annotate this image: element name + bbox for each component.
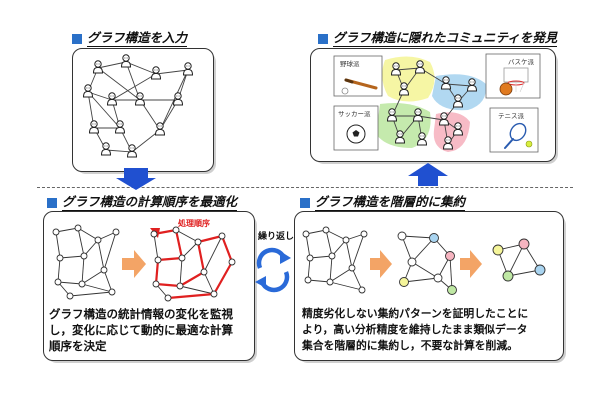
bullet-square bbox=[47, 198, 57, 208]
aggregate-description: 精度劣化しない集約パターンを証明したことに より，高い分析精度を維持したまま類似… bbox=[302, 306, 528, 354]
optimize-flow-arrow bbox=[122, 250, 146, 278]
processing-order-label: 処理順序 bbox=[178, 219, 210, 228]
desc-line: 集合を階層的に集約し，不要な計算を削減。 bbox=[302, 339, 518, 352]
tennis-box bbox=[489, 107, 539, 153]
tennis-racket-icon bbox=[504, 122, 527, 149]
input-section-title: グラフ構造を入力 bbox=[72, 31, 188, 47]
desc-line: 精度劣化しない集約パターンを証明したことに bbox=[302, 307, 529, 320]
tennis-ball-icon bbox=[525, 140, 533, 148]
baseball-ball-icon bbox=[341, 87, 349, 95]
desc-line: し，変化に応じて動的に最適な計算 bbox=[49, 323, 233, 337]
desc-line: 順序を決定 bbox=[49, 339, 107, 353]
aggregate-panel bbox=[294, 211, 564, 361]
bullet-square bbox=[72, 34, 82, 44]
baseball-label: 野球派 bbox=[340, 59, 360, 68]
baseball-box bbox=[333, 55, 383, 97]
section-divider bbox=[37, 187, 573, 188]
tennis-label: テニス派 bbox=[498, 112, 525, 120]
soccer-ball-icon bbox=[346, 124, 366, 144]
soccer-label: サッカー派 bbox=[338, 110, 371, 118]
discover-section-title: グラフ構造に隠れたコミュニティを発見 bbox=[318, 31, 558, 47]
optimize-description: グラフ構造の統計情報の変化を監視 し，変化に応じて動的に最適な計算 順序を決定 bbox=[49, 306, 233, 354]
aggregate-flow-arrow-1 bbox=[370, 250, 392, 278]
desc-line: より，高い分析精度を維持したまま類似データ bbox=[302, 323, 528, 336]
basketball-label: バスケ派 bbox=[508, 58, 535, 66]
optimize-section-title: グラフ構造の計算順序を最適化 bbox=[47, 195, 238, 211]
bullet-square bbox=[318, 34, 328, 44]
bullet-square bbox=[300, 198, 310, 208]
basketball-box bbox=[485, 53, 541, 99]
repeat-label: 繰り返し bbox=[258, 232, 295, 242]
aggregate-flow-arrow-2 bbox=[460, 250, 482, 278]
desc-line: グラフ構造の統計情報の変化を監視 bbox=[49, 307, 233, 321]
basketball-ball-icon bbox=[499, 82, 513, 96]
aggregate-section-title: グラフ構造を階層的に集約 bbox=[300, 195, 466, 211]
baseball-bat-icon bbox=[344, 78, 378, 90]
